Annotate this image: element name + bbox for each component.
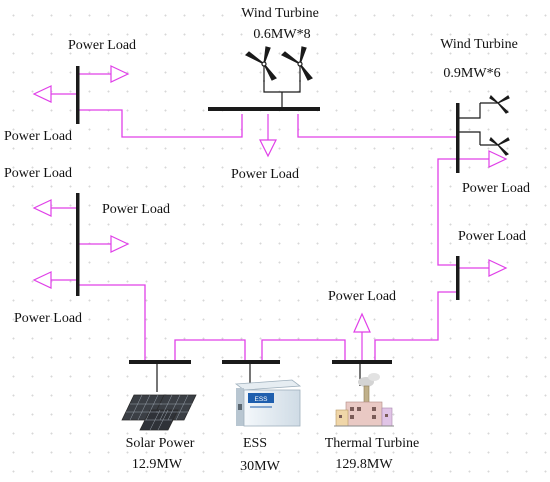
bus-3 bbox=[456, 103, 460, 173]
load-arrow-top-left bbox=[78, 65, 130, 83]
thermal-turbine-title: Thermal Turbine bbox=[324, 436, 420, 451]
line-bus7-to-bus8 bbox=[261, 339, 346, 362]
load-arrow-right-lower bbox=[458, 259, 508, 277]
power-load-label: Power Load bbox=[14, 311, 83, 326]
load-arrow-left2-mid bbox=[78, 235, 130, 253]
line-bus6-to-bus7 bbox=[174, 339, 246, 362]
wind-turbine-icon bbox=[244, 46, 277, 82]
solar-power-title: Solar Power bbox=[125, 436, 195, 451]
line-bus8-to-bus4 bbox=[374, 291, 458, 362]
bus-8 bbox=[332, 360, 392, 364]
ess-title: ESS bbox=[242, 436, 268, 451]
thermal-turbine-rating: 129.8MW bbox=[335, 457, 393, 472]
wind-turbine-icon bbox=[480, 94, 510, 114]
power-load-label: Power Load bbox=[102, 202, 171, 217]
bus-4 bbox=[456, 256, 460, 300]
wind-turbine-right-rating: 0.9MW*6 bbox=[443, 66, 501, 81]
thermal-plant-icon bbox=[334, 373, 394, 427]
load-arrow-left2-top bbox=[32, 199, 78, 217]
bus-2 bbox=[208, 107, 320, 111]
line-bus2-to-bus3 bbox=[297, 114, 458, 138]
transmission-lines bbox=[78, 109, 458, 362]
wind-turbine-right-title: Wind Turbine bbox=[440, 37, 518, 52]
load-arrow-left-mid bbox=[32, 85, 78, 103]
line-bus1-to-bus2 bbox=[78, 109, 243, 138]
power-load-label: Power Load bbox=[462, 181, 531, 196]
power-load-label: Power Load bbox=[4, 166, 73, 181]
wind-turbine-top-rating: 0.6MW*8 bbox=[253, 27, 311, 42]
load-arrow-right-upper bbox=[458, 150, 508, 168]
wind-turbines-top-icon bbox=[244, 46, 313, 82]
ess-battery-icon: ESS bbox=[234, 379, 302, 427]
line-bus5-to-bus6 bbox=[78, 284, 146, 362]
line-bus3-to-bus4 bbox=[437, 158, 458, 266]
power-load-label: Power Load bbox=[230, 167, 300, 182]
solar-power-rating: 12.9MW bbox=[131, 457, 183, 472]
wind-turbine-top-title: Wind Turbine bbox=[241, 6, 319, 21]
busbars bbox=[76, 66, 460, 364]
load-arrow-center-bottom bbox=[353, 312, 371, 362]
bus-1 bbox=[76, 66, 80, 124]
wind-turbines-right-icon bbox=[480, 94, 510, 156]
power-load-label: Power Load bbox=[328, 289, 397, 304]
generator-stubs bbox=[156, 80, 481, 392]
power-load-label: Power Load bbox=[4, 129, 73, 144]
bus-5 bbox=[76, 193, 80, 296]
wind-turbine-icon bbox=[480, 136, 510, 156]
ess-rating: 30MW bbox=[240, 459, 280, 474]
solar-panel-icon bbox=[121, 394, 197, 431]
wind-turbine-icon bbox=[280, 46, 313, 82]
load-arrow-left2-bottom bbox=[32, 271, 78, 289]
load-arrow-top-center bbox=[259, 114, 277, 158]
bus-6 bbox=[129, 360, 191, 364]
power-load-label: Power Load bbox=[458, 229, 527, 244]
power-loads bbox=[32, 65, 508, 362]
ess-device-text: ESS bbox=[254, 396, 268, 403]
power-load-label: Power Load bbox=[68, 38, 137, 53]
bus-7 bbox=[222, 360, 280, 364]
